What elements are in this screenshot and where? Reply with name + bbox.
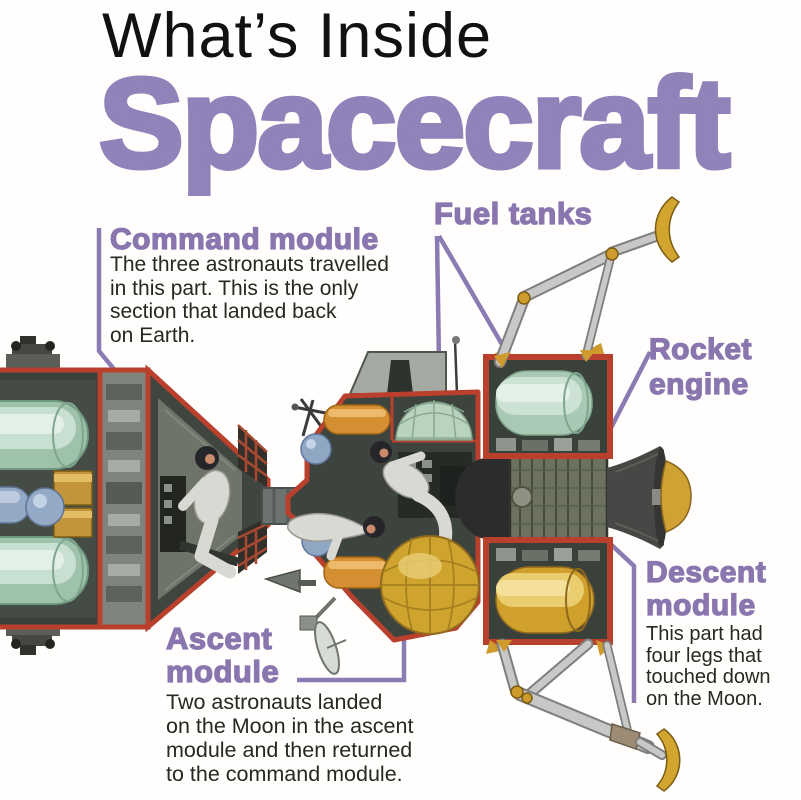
page-title-subject: Spacecraft (96, 52, 732, 194)
descent-module-description: This part had four legs that touched dow… (646, 623, 771, 710)
service-module-tank-bottom (0, 536, 89, 605)
ascent-spherical-fuel-tank (380, 535, 480, 635)
ascent-module-description: Two astronauts landed on the Moon in the… (166, 690, 414, 786)
leg-knuckle (609, 723, 641, 750)
landing-leg-top (494, 196, 681, 368)
ascent-fuel-tank-dome (390, 394, 478, 443)
side-thruster-icon (263, 569, 316, 594)
descent-module-bottom-compartment (483, 537, 613, 656)
ascent-orange-tank-bottom (323, 556, 391, 589)
engine-nozzle (607, 446, 664, 549)
command-module-heading: Command module (109, 222, 379, 256)
roof-funnel-icon (387, 360, 413, 394)
dish-antenna-icon (299, 596, 347, 675)
equipment-bay (97, 367, 151, 630)
foot-pad-bottom (655, 728, 681, 792)
foot-pad-top (654, 196, 681, 263)
astronaut-command-module (178, 446, 240, 579)
service-module (0, 336, 103, 655)
command-module-description: The three astronauts travelled in this p… (110, 253, 389, 347)
antenna-cross-icon (291, 398, 334, 437)
control-console (160, 476, 186, 552)
descent-module-heading: Descent module (645, 555, 767, 622)
ascent-module-section (285, 336, 481, 643)
descent-gold-fuel-tank (495, 566, 595, 634)
engine-gold-cap (660, 459, 692, 534)
truss-grid-top (237, 424, 268, 487)
page-title: What’s Inside (102, 1, 493, 71)
thruster-cluster-top-icon (6, 336, 60, 368)
astronaut-ascent-lower (287, 512, 385, 561)
ascent-orange-tank-top (323, 404, 391, 435)
truss-grid-bottom (237, 518, 268, 574)
fuel-tanks-heading: Fuel tanks (433, 195, 593, 231)
engine-mount-dome (455, 457, 511, 540)
blue-tanks (0, 486, 65, 527)
rocket-engine-assembly (455, 446, 692, 549)
descent-module-leader-line (601, 535, 637, 703)
landing-leg-bottom (496, 638, 681, 792)
descent-green-fuel-tank (495, 370, 593, 436)
rocket-engine-heading: Rocket engine (648, 332, 753, 401)
ascent-module-heading: Ascent module (165, 621, 280, 689)
command-module-section (145, 364, 271, 633)
service-module-tank-top (0, 400, 89, 470)
